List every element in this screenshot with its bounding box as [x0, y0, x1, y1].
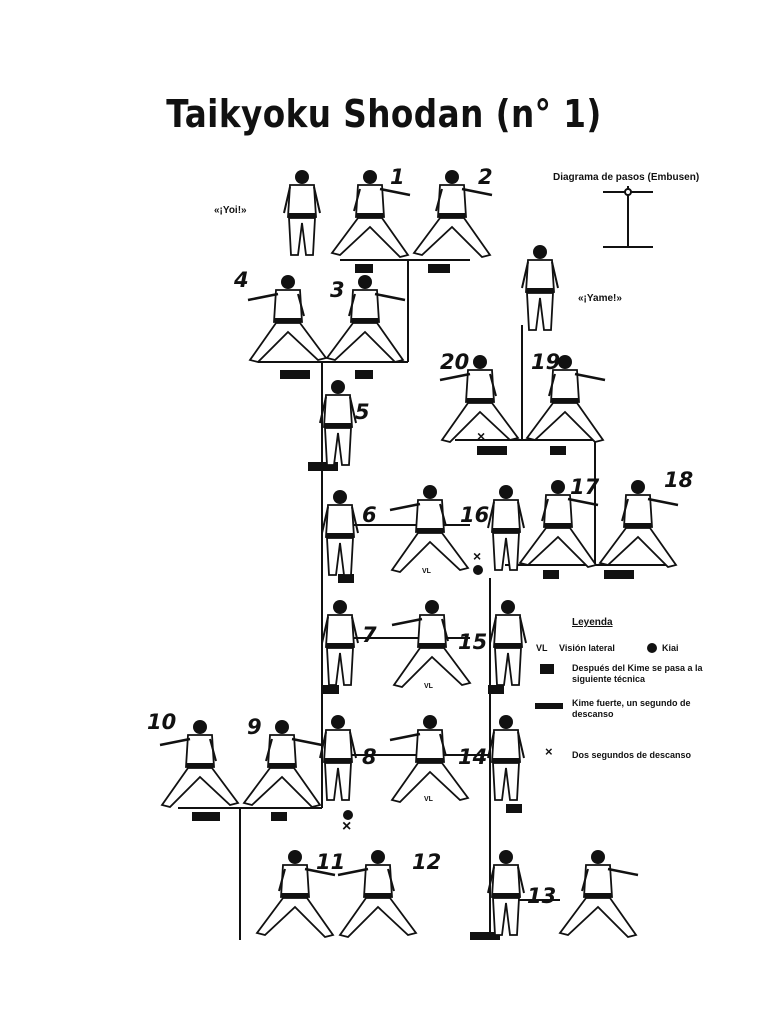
legend-short-bar-text: Después del Kime se pasa a la siguiente …: [572, 663, 703, 684]
step-13-number: 13: [527, 884, 557, 908]
embusen-mini-diagram: [603, 186, 653, 248]
vl-mark: VL: [422, 568, 431, 575]
karateka-step-7: [321, 599, 359, 686]
karateka-step-9: [244, 720, 322, 807]
long-bar: [192, 812, 220, 821]
karateka-step-8-vl: [388, 713, 470, 804]
karateka-step-10: [158, 718, 240, 809]
step-20-number: 20: [440, 350, 470, 374]
step-5-number: 5: [355, 400, 370, 424]
short-bar: [506, 804, 522, 813]
legend-long-bar-text: Kime fuerte, un segundo de descanso: [572, 698, 691, 719]
short-bar: [543, 570, 559, 579]
karateka-step-3: [327, 275, 405, 362]
kiai-marks: [343, 565, 483, 820]
long-bar: [604, 570, 634, 579]
step-11-number: 11: [316, 850, 346, 874]
karateka-step-16: [487, 484, 525, 571]
karateka-step-20: [438, 353, 520, 444]
step-8-number: 8: [362, 745, 377, 769]
vl-mark: VL: [424, 683, 433, 690]
legend-title: Leyenda: [572, 617, 613, 628]
karateka-step-6: [321, 489, 359, 576]
karateka-step-14: [487, 714, 525, 801]
short-bar: [355, 370, 373, 379]
duration-bars: [192, 264, 634, 940]
karateka-step-7-vl: [390, 598, 472, 689]
short-bar: [355, 264, 373, 273]
step-7-number: 7: [362, 623, 377, 647]
legend-cross-symbol: ×: [545, 744, 553, 759]
step-17-number: 17: [570, 475, 600, 499]
short-bar: [338, 574, 354, 583]
legend-kiai-text: Kiai: [662, 643, 679, 653]
legend-vl-text: Visión lateral: [559, 643, 615, 653]
karateka-step-1: [332, 170, 410, 257]
ready-command: «¡Yoi!»: [214, 205, 247, 216]
step-4-number: 4: [234, 268, 249, 292]
step-18-number: 18: [664, 468, 694, 492]
karateka-step-6-vl: [388, 483, 470, 574]
long-bar: [470, 932, 500, 940]
short-bar: [323, 685, 339, 694]
karateka-step-18: [600, 480, 678, 567]
short-bar: [488, 685, 504, 694]
karateka-step-13-vl: [560, 850, 638, 937]
step-16-number: 16: [460, 503, 490, 527]
step-15-number: 15: [458, 630, 488, 654]
karateka-step-19: [527, 355, 605, 442]
step-3-number: 3: [330, 278, 345, 302]
legend-cross-text: Dos segundos de descanso: [572, 750, 692, 760]
karateka-finish: [521, 244, 559, 331]
step-10-number: 10: [147, 710, 177, 734]
karateka-step-15: [489, 599, 527, 686]
long-bar: [280, 370, 310, 379]
vl-mark: VL: [424, 796, 433, 803]
karateka-step-5: [319, 379, 357, 466]
karateka-step-12: [336, 848, 418, 939]
step-14-number: 14: [458, 745, 488, 769]
embusen-label: Diagrama de pasos (Embusen): [553, 172, 700, 183]
step-1-number: 1: [390, 165, 405, 189]
long-bar: [308, 462, 338, 471]
step-6-number: 6: [362, 503, 377, 527]
step-12-number: 12: [412, 850, 442, 874]
karateka-step-4: [246, 273, 328, 364]
legend-vl-symbol: VL: [536, 643, 548, 653]
rest-cross-mark: ×: [477, 428, 486, 444]
finish-command: «¡Yame!»: [578, 293, 622, 304]
rest-cross-mark: ×: [342, 818, 352, 835]
legend-symbols: [535, 643, 657, 709]
short-bar: [550, 446, 566, 455]
rest-cross-mark: ×: [473, 548, 482, 564]
karateka-step-13: [487, 849, 525, 936]
page-title: Taikyoku Shodan (n° 1): [166, 92, 602, 136]
short-bar: [271, 812, 287, 821]
step-2-number: 2: [478, 165, 493, 189]
step-9-number: 9: [247, 715, 262, 739]
karateka-step-8: [319, 714, 357, 801]
short-bar: [428, 264, 450, 273]
floor-lines: [178, 259, 670, 940]
karateka-step-2: [414, 170, 492, 257]
long-bar: [477, 446, 507, 455]
karateka-step-11: [257, 850, 335, 937]
karateka-step-17: [520, 480, 598, 567]
karateka-ready: [283, 169, 321, 256]
